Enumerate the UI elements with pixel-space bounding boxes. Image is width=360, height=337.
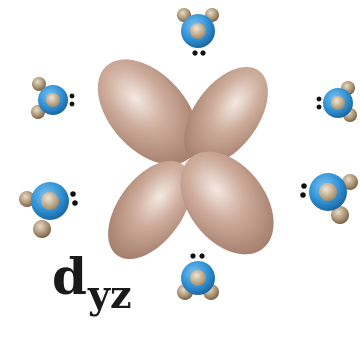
atom-core: [46, 93, 60, 107]
ligand-lower-left: [19, 182, 78, 238]
lone-pair-dot: [301, 183, 307, 189]
lone-pair-dot: [69, 93, 75, 99]
lone-pair-dot: [200, 50, 206, 56]
orbital-label-letter: d: [52, 247, 87, 306]
atom-core: [41, 192, 59, 210]
orbital-lobe-lower-left: [108, 160, 192, 260]
atom-core: [190, 270, 206, 286]
ligand-bottom: [177, 253, 219, 300]
orbital-lobe-lower-right: [180, 151, 274, 255]
lone-pair-dot: [199, 253, 205, 259]
orbital-label: dyz: [52, 252, 132, 314]
orbital-label-subscript: yz: [87, 272, 132, 317]
atom-core: [331, 96, 345, 110]
lone-pair-dot: [316, 96, 322, 102]
dyz-orbital: [97, 59, 274, 260]
ligand-top: [177, 8, 219, 56]
hydrogen-atom: [32, 77, 46, 91]
orbital-lobe-upper-left: [97, 59, 199, 165]
orbital-lobe-upper-right: [184, 66, 268, 166]
hydrogen-atom: [33, 220, 51, 238]
atom-core: [319, 183, 337, 201]
lone-pair-dot: [69, 101, 75, 107]
lone-pair-dot: [72, 200, 78, 206]
hydrogen-atom: [19, 191, 35, 207]
ligand-lower-right: [300, 173, 358, 224]
lone-pair-dot: [190, 253, 196, 259]
lone-pair-dot: [192, 50, 198, 56]
lone-pair-dot: [316, 104, 322, 110]
atom-core: [190, 23, 206, 39]
lone-pair-dot: [70, 191, 76, 197]
ligand-upper-left: [31, 77, 75, 119]
lone-pair-dot: [300, 192, 306, 198]
ligand-upper-right: [316, 81, 357, 122]
hydrogen-atom: [331, 206, 349, 224]
